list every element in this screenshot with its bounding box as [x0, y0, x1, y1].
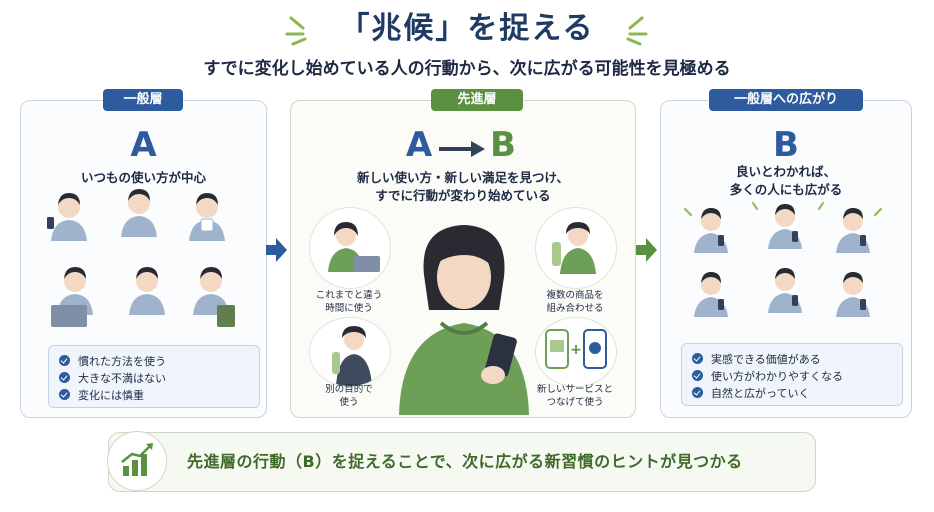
- check-item: 自然と広がっていく: [692, 384, 892, 401]
- advanced-layer-panel: 先進層 A B 新しい使い方・新しい満足を見つけ、 すでに行動が変わり始めている…: [290, 89, 636, 418]
- check-item: 使い方がわかりやすくなる: [692, 367, 892, 384]
- arrow-right-icon: [439, 141, 485, 157]
- check-icon: [692, 353, 703, 364]
- bubble-different-purpose: [309, 317, 391, 387]
- book-icon: [217, 305, 235, 327]
- general-people-illustration: [47, 189, 235, 327]
- sparkle-left-icon: [285, 16, 307, 46]
- check-icon: [59, 355, 70, 366]
- advanced-layer-tag: 先進層: [431, 89, 523, 111]
- spread-caption-line1: 良いとわかれば、: [735, 164, 836, 179]
- spreading-people-illustration: [684, 202, 882, 317]
- check-icon: [59, 389, 70, 400]
- general-layer-caption: いつもの使い方が中心: [80, 170, 206, 185]
- state-a-letter: A: [405, 125, 433, 165]
- general-checklist: 慣れた方法を使う 大きな不満はない 変化には慎重: [48, 345, 260, 408]
- page-title: 「兆候」を捉える: [339, 11, 595, 46]
- growth-chart-icon: [107, 431, 167, 491]
- spread-tag: 一般層への広がり: [709, 89, 863, 111]
- bubble-combine-products: [535, 207, 617, 289]
- spread-panel: 一般層への広がり B 良いとわかれば、 多くの人にも広がる 実感できる価値がある…: [660, 89, 912, 418]
- person-laptop-illustration: [328, 222, 380, 272]
- check-icon: [692, 370, 703, 381]
- svg-text:+: +: [570, 342, 582, 358]
- arrow-right-icon: [636, 238, 657, 262]
- person-product-illustration: [552, 222, 596, 274]
- bubble-caption: これまでと違う 時間に使う: [315, 290, 383, 314]
- phone-icon: [47, 217, 54, 229]
- title-area: 「兆候」を捉える: [0, 6, 934, 52]
- general-layer-tag: 一般層: [103, 89, 183, 111]
- general-layer-panel: 一般層 A いつもの使い方が中心 慣れた方法を使う 大きな不満はない 変化には慎…: [20, 89, 267, 418]
- check-item: 大きな不満はない: [59, 369, 249, 386]
- check-icon: [59, 372, 70, 383]
- person-bottle-illustration: [332, 326, 372, 386]
- bubble-caption: 新しいサービスと つなげて使う: [536, 384, 613, 408]
- conclusion-text: 先進層の行動（B）を捉えることで、次に広がる新習慣のヒントが見つかる: [187, 452, 743, 471]
- bubble-caption: 複数の商品を 組み合わせる: [546, 290, 604, 314]
- spread-checklist: 実感できる価値がある 使い方がわかりやすくなる 自然と広がっていく: [681, 343, 903, 406]
- bubble-caption: 別の目的で 使う: [325, 384, 373, 408]
- page-subtitle: すでに変化し始めている人の行動から、次に広がる可能性を見極める: [203, 59, 731, 79]
- state-b-letter: B: [773, 125, 799, 165]
- advanced-person-illustration: [399, 225, 529, 415]
- state-b-letter: B: [490, 125, 516, 165]
- bubble-different-time: [309, 207, 391, 289]
- advanced-caption-line2: すでに行動が変わり始めている: [375, 188, 551, 203]
- check-item: 実感できる価値がある: [692, 350, 892, 367]
- check-item: 慣れた方法を使う: [59, 352, 249, 369]
- laptop-icon: [51, 305, 87, 327]
- phone-icon: [485, 333, 517, 377]
- arrow-right-icon: [266, 238, 287, 262]
- check-item: 変化には慎重: [59, 386, 249, 403]
- sparkle-right-icon: [626, 16, 648, 46]
- check-icon: [692, 387, 703, 398]
- advanced-caption-line1: 新しい使い方・新しい満足を見つけ、: [357, 170, 569, 185]
- two-phones-illustration: +: [545, 329, 607, 369]
- conclusion-banner: 先進層の行動（B）を捉えることで、次に広がる新習慣のヒントが見つかる: [107, 431, 816, 492]
- spread-caption-line2: 多くの人にも広がる: [729, 182, 843, 197]
- cup-icon: [200, 218, 214, 232]
- state-a-letter: A: [130, 125, 157, 165]
- bubble-connect-services: +: [535, 317, 617, 387]
